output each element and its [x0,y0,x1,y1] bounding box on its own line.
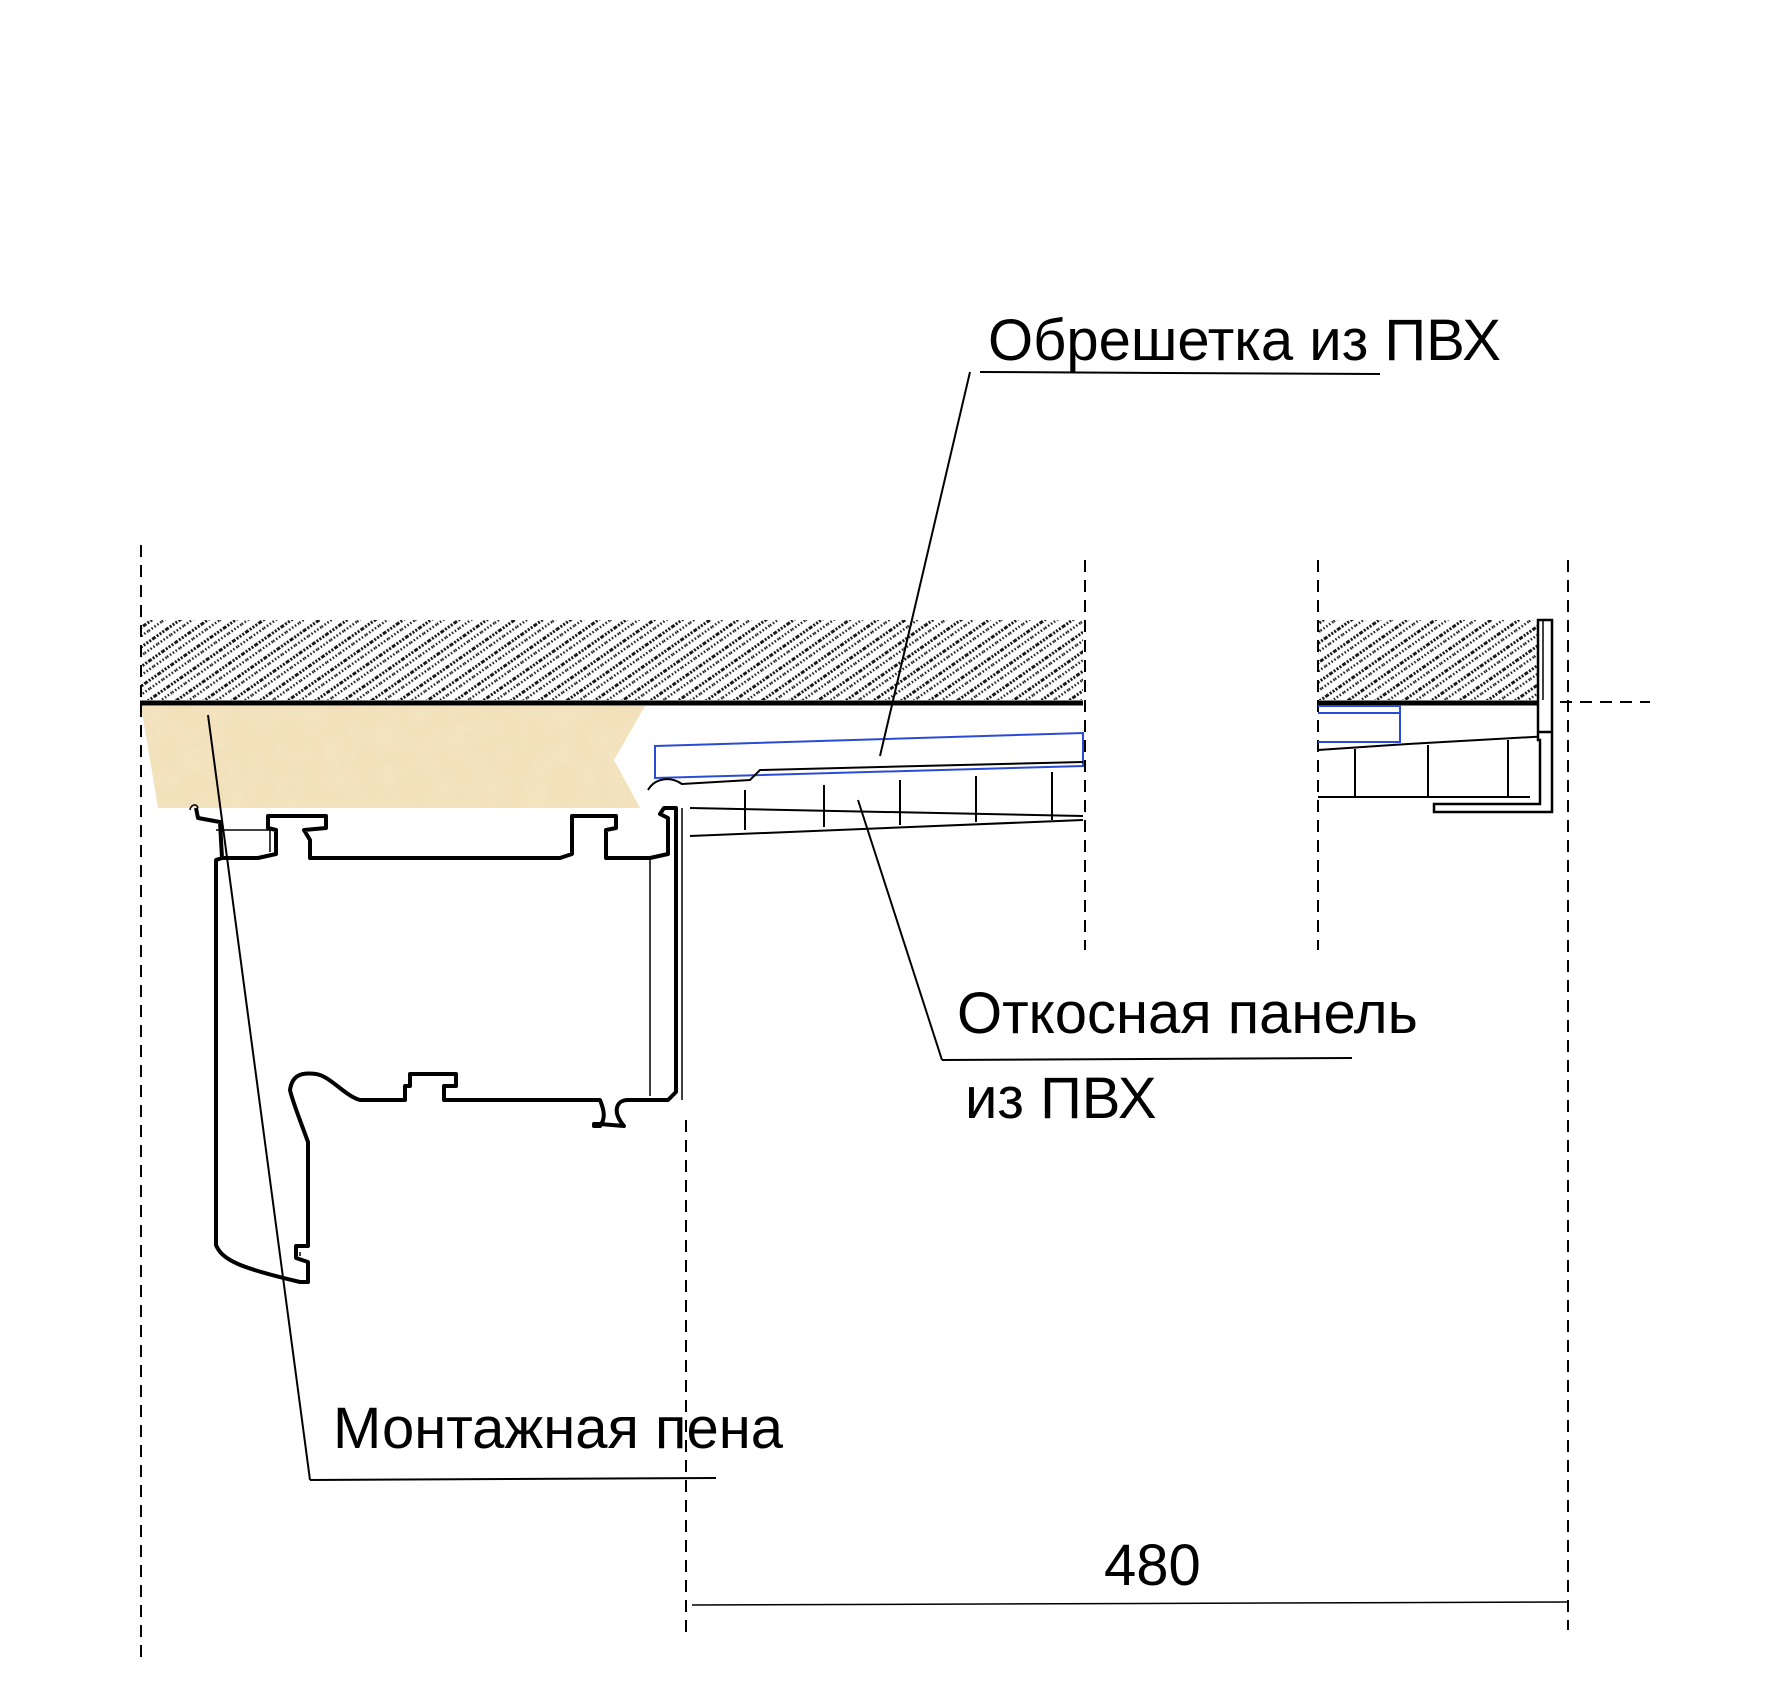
mounting-foam-label: Монтажная пена [333,1396,783,1461]
wall-hatch-left [141,620,1083,700]
window-frame-profile [194,806,678,1284]
guide-lines [140,545,1650,1660]
dimension-line [691,1601,1569,1606]
mounting-foam-texture [141,706,645,808]
slope-panel-left [647,761,1084,837]
f-profile [1432,618,1554,814]
lathing-label: Обрешетка из ПВХ [988,308,1501,373]
slope-panel-label-line2: из ПВХ [965,1066,1157,1131]
wall-hatch-right [1318,620,1538,700]
dimension-value: 480 [1104,1533,1201,1598]
slope-panel-right [1317,735,1551,798]
pvc-lathing [654,705,1401,780]
frame-inner-details [189,804,683,1256]
slope-panel-label-line1: Откосная панель [957,981,1418,1046]
leader-lines [207,371,1381,1481]
